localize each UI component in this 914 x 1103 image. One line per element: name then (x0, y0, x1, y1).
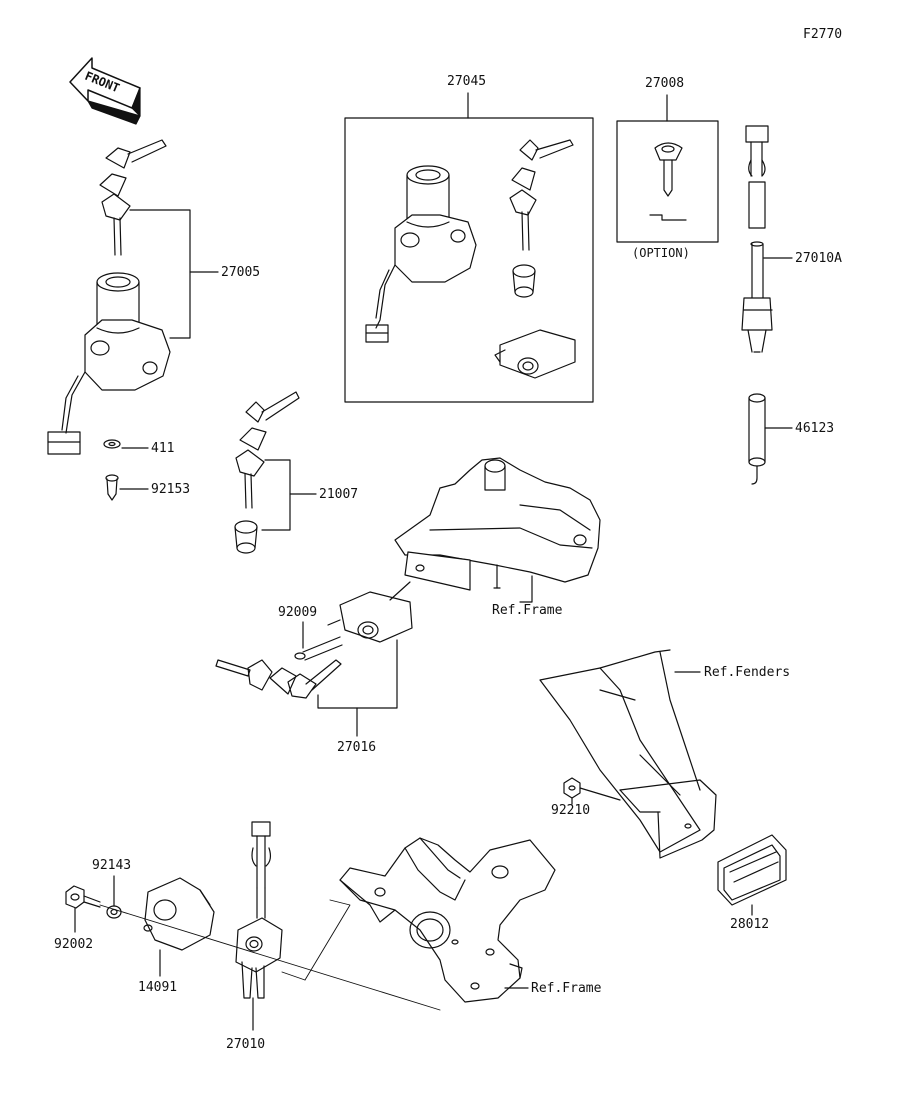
label-92210: 92210 (551, 803, 591, 818)
frame-lower-drawing (339, 837, 556, 1003)
bracket-27005 (129, 209, 191, 339)
label-46123: 46123 (795, 421, 835, 436)
label-14091: 14091 (138, 980, 178, 995)
spring-46123-drawing (748, 393, 766, 485)
fender-bracket-drawing (539, 649, 717, 859)
switch-27010A-drawing (741, 125, 773, 353)
ignition-switch-drawing (47, 139, 171, 455)
option-box (616, 120, 719, 243)
front-arrow-icon: FRONT (69, 57, 141, 125)
bolt-92002-drawing (65, 885, 101, 933)
key-pair-27016-drawing (215, 659, 342, 699)
label-411: 411 (151, 441, 175, 456)
label-92009: 92009 (278, 605, 318, 620)
blank-key-drawing (649, 142, 687, 221)
label-27016: 27016 (337, 740, 377, 755)
assembly-guide (304, 899, 351, 981)
seat-lock-kit-drawing (494, 329, 576, 379)
lock-cylinder-kit-drawing (512, 264, 536, 298)
label-92153: 92153 (151, 482, 191, 497)
figure-code: F2770 (803, 27, 843, 42)
label-92143: 92143 (92, 858, 132, 873)
label-27010A: 27010A (795, 251, 842, 266)
ref-frame-upper-label: Ref.Frame (492, 603, 563, 618)
washer-92143-drawing (106, 875, 122, 919)
reflector-28012-drawing (717, 834, 787, 906)
option-label: (OPTION) (632, 246, 690, 260)
label-27045: 27045 (447, 74, 487, 89)
ignition-switch-kit-drawing (365, 165, 477, 343)
label-27005: 27005 (221, 265, 261, 280)
ref-frame-lower-label: Ref.Frame (531, 981, 602, 996)
key-set-21007-drawing (234, 391, 300, 554)
leader-ref-frame-upper (519, 575, 533, 603)
label-27008: 27008 (645, 76, 685, 91)
nut-92210-drawing (563, 777, 621, 805)
bracket-21007 (261, 459, 291, 531)
kit-27045-box (344, 117, 594, 403)
label-28012: 28012 (730, 917, 770, 932)
screw-92009-drawing (294, 636, 343, 661)
label-27010: 27010 (226, 1037, 266, 1052)
cover-14091-drawing (143, 877, 215, 977)
key-pair-kit-drawing (509, 139, 574, 251)
washer-411-drawing (103, 439, 121, 449)
label-92002: 92002 (54, 937, 94, 952)
assembly-axis-line (99, 904, 441, 1011)
ref-fenders-label: Ref.Fenders (704, 665, 791, 680)
screw-92153-drawing (105, 474, 149, 501)
label-21007: 21007 (319, 487, 359, 502)
switch-27010-drawing (235, 821, 283, 1031)
seat-lock-27016-drawing (327, 581, 413, 643)
frame-upper-drawing (394, 457, 601, 591)
